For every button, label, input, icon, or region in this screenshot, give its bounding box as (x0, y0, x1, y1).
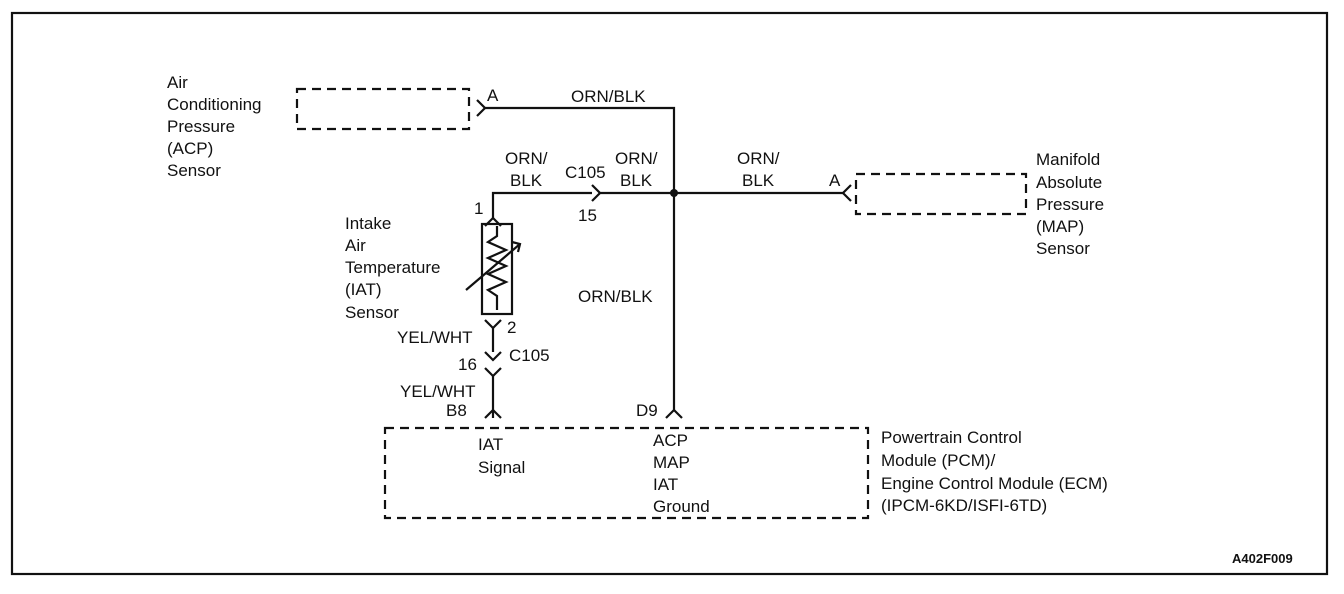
svg-text:Sensor: Sensor (345, 303, 399, 322)
c105-upper-pin: 15 (578, 206, 597, 225)
svg-text:Sensor: Sensor (1036, 239, 1090, 258)
figure-id: A402F009 (1232, 551, 1293, 566)
c105-lower-connector-top (484, 351, 502, 362)
svg-text:(IPCM-6KD/ISFI-6TD): (IPCM-6KD/ISFI-6TD) (881, 496, 1047, 515)
pcm-b8-label: B8 (446, 401, 467, 420)
acp-pin-a-connector (476, 99, 487, 117)
c105-lower-connector-bottom (484, 367, 502, 378)
c105-upper-name: C105 (565, 163, 606, 182)
acp-sensor-label: Air Conditioning Pressure (ACP) Sensor (167, 73, 262, 180)
pcm-right-block: ACP MAP IAT Ground (653, 431, 710, 516)
svg-text:Absolute: Absolute (1036, 173, 1102, 192)
svg-text:Pressure: Pressure (1036, 195, 1104, 214)
iat-sensor-body (480, 222, 514, 316)
wire-acp-to-splice (485, 106, 676, 193)
svg-text:Module (PCM)/: Module (PCM)/ (881, 451, 996, 470)
map-sensor-box (854, 172, 1028, 216)
svg-text:Signal: Signal (478, 458, 525, 477)
svg-text:IAT: IAT (653, 475, 678, 494)
pcm-d9-connector (665, 408, 683, 419)
iat-pin-1-label: 1 (474, 199, 483, 218)
svg-text:Air: Air (167, 73, 188, 92)
svg-text:Engine Control Module (ECM): Engine Control Module (ECM) (881, 474, 1108, 493)
iat-variable-arrow (465, 240, 522, 291)
svg-text:ACP: ACP (653, 431, 688, 450)
c105-lower-name: C105 (509, 346, 550, 365)
iat-pin-2-label: 2 (507, 318, 516, 337)
wire-label-map-line2: BLK (742, 171, 775, 190)
map-pin-a-label: A (829, 171, 841, 190)
svg-text:Ground: Ground (653, 497, 710, 516)
wire-iat-to-c105 (491, 191, 592, 218)
svg-text:(ACP): (ACP) (167, 139, 213, 158)
svg-text:Pressure: Pressure (167, 117, 235, 136)
pcm-d9-label: D9 (636, 401, 658, 420)
pcm-box (383, 426, 870, 520)
pcm-left-block: IAT Signal (478, 435, 525, 477)
iat-thermistor-symbol (485, 226, 509, 310)
wire-label-c105-orn-line1: ORN/ (615, 149, 658, 168)
svg-text:Conditioning: Conditioning (167, 95, 262, 114)
svg-text:MAP: MAP (653, 453, 690, 472)
pcm-b8-connector (484, 408, 502, 419)
svg-text:Manifold: Manifold (1036, 150, 1100, 169)
wire-label-yel-wht-lower: YEL/WHT (400, 382, 476, 401)
iat-sensor-label: Intake Air Temperature (IAT) Sensor (345, 214, 440, 322)
acp-pin-a-label: A (487, 86, 499, 105)
wire-label-iat-orn-line1: ORN/ (505, 149, 548, 168)
svg-text:(MAP): (MAP) (1036, 217, 1084, 236)
c105-upper-connector (591, 184, 602, 202)
svg-text:Sensor: Sensor (167, 161, 221, 180)
svg-text:(IAT): (IAT) (345, 280, 382, 299)
wire-label-map-line1: ORN/ (737, 149, 780, 168)
map-pin-a-connector (841, 184, 852, 202)
iat-pin-2-connector (484, 319, 502, 330)
wire-label-yel-wht-upper: YEL/WHT (397, 328, 473, 347)
wire-label-pcm-orn-blk: ORN/BLK (578, 287, 653, 306)
svg-text:Temperature: Temperature (345, 258, 440, 277)
svg-text:Intake: Intake (345, 214, 391, 233)
acp-sensor-box (295, 87, 471, 131)
pcm-label: Powertrain Control Module (PCM)/ Engine … (881, 428, 1108, 515)
svg-text:Air: Air (345, 236, 366, 255)
wire-label-acp-orn-blk: ORN/BLK (571, 87, 646, 106)
diagram-frame (10, 11, 1329, 576)
svg-text:Powertrain Control: Powertrain Control (881, 428, 1022, 447)
wire-label-c105-orn-line2: BLK (620, 171, 653, 190)
wire-label-iat-orn-line2: BLK (510, 171, 543, 190)
svg-text:IAT: IAT (478, 435, 503, 454)
map-sensor-label: Manifold Absolute Pressure (MAP) Sensor (1036, 150, 1104, 258)
c105-lower-pin: 16 (458, 355, 477, 374)
